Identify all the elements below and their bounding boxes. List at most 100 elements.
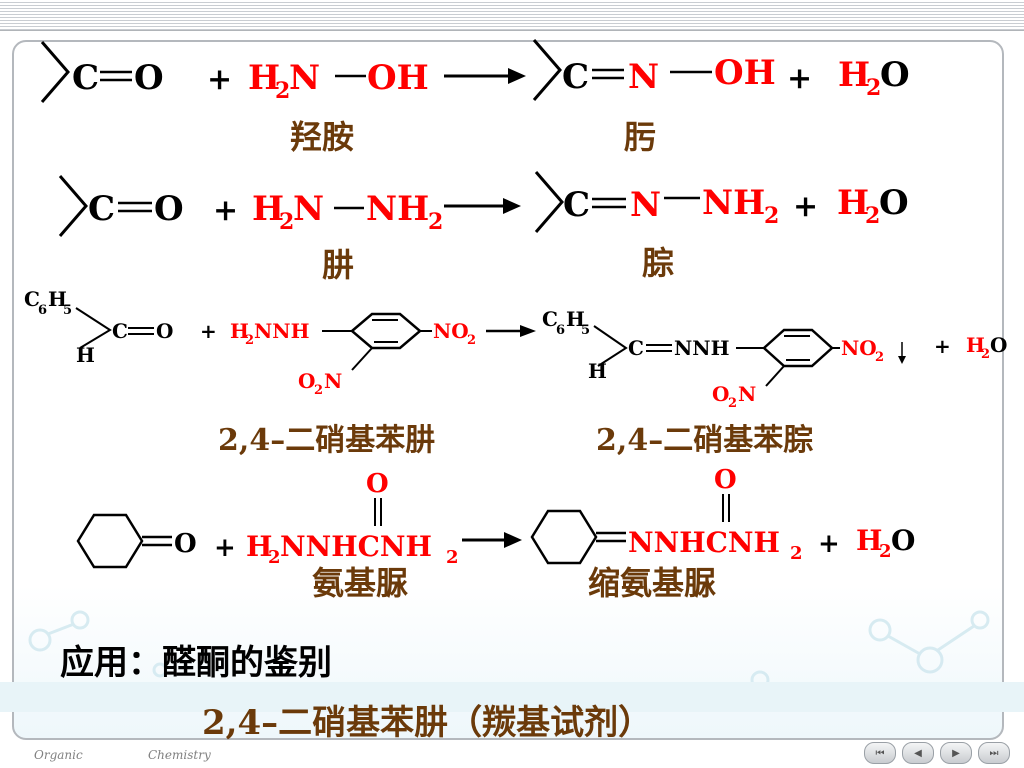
benzaldehyde-c: C: [24, 287, 40, 311]
product-nnh: NNH: [674, 336, 729, 360]
water-o: O: [880, 55, 910, 95]
ortho-nitro-subscript: 2: [314, 383, 323, 398]
product-carbon: C: [562, 57, 589, 97]
product-aldehyde-h: H: [588, 359, 607, 383]
product-c: C: [542, 307, 558, 331]
subscript-6: 6: [38, 303, 47, 318]
dnph-name: 2,4–二硝基苯肼: [218, 423, 435, 458]
application-line-2: 2,4–二硝基苯肼（羰基试剂）: [202, 703, 652, 743]
water-subscript: 2: [865, 203, 880, 229]
carbon-label: C: [72, 58, 99, 98]
semicarbazone-name: 缩氨基脲: [588, 564, 716, 602]
product-oh: OH: [714, 53, 776, 93]
aldehyde-h: H: [76, 343, 95, 367]
reaction-3: C 6 H 5 C O H + H 2 NNH NO 2 O 2 N 2,4–二…: [24, 287, 1007, 458]
oxygen-label: O: [134, 58, 164, 98]
oxime-name: 肟: [624, 118, 656, 156]
reagent-h: H: [246, 530, 272, 563]
carbonyl-c: C: [112, 319, 128, 343]
product-nh: NH: [702, 183, 765, 223]
carbonyl-o-top: O: [366, 469, 389, 499]
carbonyl-o-top: O: [714, 465, 737, 495]
reagent-h: H: [230, 319, 249, 343]
water-subscript: 2: [981, 347, 990, 362]
ortho-nitro-n: N: [738, 382, 756, 406]
slide-content-panel: [12, 40, 1004, 740]
hydrazone-name: 腙: [642, 244, 674, 282]
carbon-label: C: [88, 189, 115, 229]
ortho-nitro-o: O: [712, 382, 729, 406]
semicarbazide-name: 氨基脲: [312, 564, 408, 602]
previous-slide-button[interactable]: ◀: [902, 742, 934, 764]
plus-sign: +: [934, 334, 951, 358]
hydrazine-name: 肼: [322, 246, 354, 284]
hydroxylamine-name: 羟胺: [290, 118, 354, 156]
top-decorative-bar: [0, 0, 1024, 31]
reagent-h-subscript: 2: [275, 78, 290, 104]
water-h: H: [856, 524, 882, 557]
footer-organic: Organic: [34, 748, 83, 762]
plus-sign: +: [214, 533, 236, 563]
product-n: N: [628, 57, 659, 97]
plus-sign: +: [200, 319, 217, 343]
first-slide-button[interactable]: ⏮: [864, 742, 896, 764]
reagent-n: N: [293, 189, 324, 229]
reagent-h-subscript: 2: [279, 209, 294, 235]
carbonyl-bond-lines: [40, 41, 70, 103]
water-o: O: [879, 183, 909, 223]
carbonyl-o: O: [156, 319, 173, 343]
water-o: O: [990, 333, 1007, 357]
reagent-n: N: [289, 58, 320, 98]
plus-sign: +: [793, 189, 818, 224]
slide-navigation: ⏮ ◀ ▶ ⏭: [864, 742, 1010, 764]
reaction-4: O + H 2 NNHCNH 2 O 氨基脲 NNHCNH 2 O + H 2 …: [76, 465, 915, 602]
water-h: H: [838, 55, 870, 95]
reagent-nnh: NNH: [254, 319, 309, 343]
water-subscript: 2: [866, 75, 881, 101]
last-slide-button[interactable]: ⏭: [978, 742, 1010, 764]
dnph-hydrazone-name: 2,4–二硝基苯腙: [596, 423, 813, 458]
semicarbazone-formula: NNHCNH: [628, 526, 780, 559]
nitro-group: NO: [841, 336, 877, 360]
cyclohexanone-ring: [76, 513, 144, 569]
product-n: N: [630, 185, 661, 225]
plus-sign: +: [213, 193, 238, 228]
reaction-arrow: [508, 68, 526, 84]
reagent-h: H: [248, 58, 280, 98]
product-carbon: C: [563, 185, 590, 225]
reaction-2: C O + H 2 N NH 2 肼 C N NH 2 + H 2 O 腙: [58, 171, 909, 284]
subscript-5: 5: [63, 303, 72, 318]
product-carbon: C: [628, 336, 644, 360]
subscript-6: 6: [556, 323, 565, 338]
footer-chemistry: Chemistry: [148, 748, 211, 762]
product-h: H: [566, 307, 585, 331]
ortho-nitro-subscript: 2: [728, 396, 737, 411]
plus-sign: +: [207, 62, 232, 97]
semicarbazide-formula: NNHCNH: [280, 530, 432, 563]
reaction-1: C O + H 2 N OH 羟胺 C N OH + H 2 O 肟: [40, 39, 910, 156]
reagent-h: H: [252, 189, 284, 229]
reagent-oh: OH: [367, 58, 429, 98]
reaction-arrow: [504, 532, 522, 548]
reaction-arrow: [503, 198, 521, 214]
water-o: O: [891, 524, 915, 557]
water-h: H: [837, 183, 869, 223]
next-slide-button[interactable]: ▶: [940, 742, 972, 764]
reagent-nh-subscript: 2: [428, 209, 443, 235]
reagent-nh: NH: [366, 189, 429, 229]
subscript-5: 5: [581, 323, 590, 338]
oxygen-label: O: [154, 189, 184, 229]
nitro-subscript: 2: [467, 333, 476, 348]
reagent-subscript-2: 2: [446, 547, 459, 568]
benzaldehyde-h: H: [48, 287, 67, 311]
product-subscript: 2: [790, 543, 803, 564]
reagent-subscript: 2: [268, 547, 281, 568]
plus-sign: +: [818, 529, 840, 559]
reaction-arrow: [520, 325, 536, 337]
water-h: H: [966, 333, 985, 357]
nitro-subscript: 2: [875, 350, 884, 365]
reagent-subscript: 2: [245, 333, 254, 348]
product-nh-subscript: 2: [764, 203, 779, 229]
application-line-1: 应用：醛酮的鉴别: [60, 643, 332, 683]
